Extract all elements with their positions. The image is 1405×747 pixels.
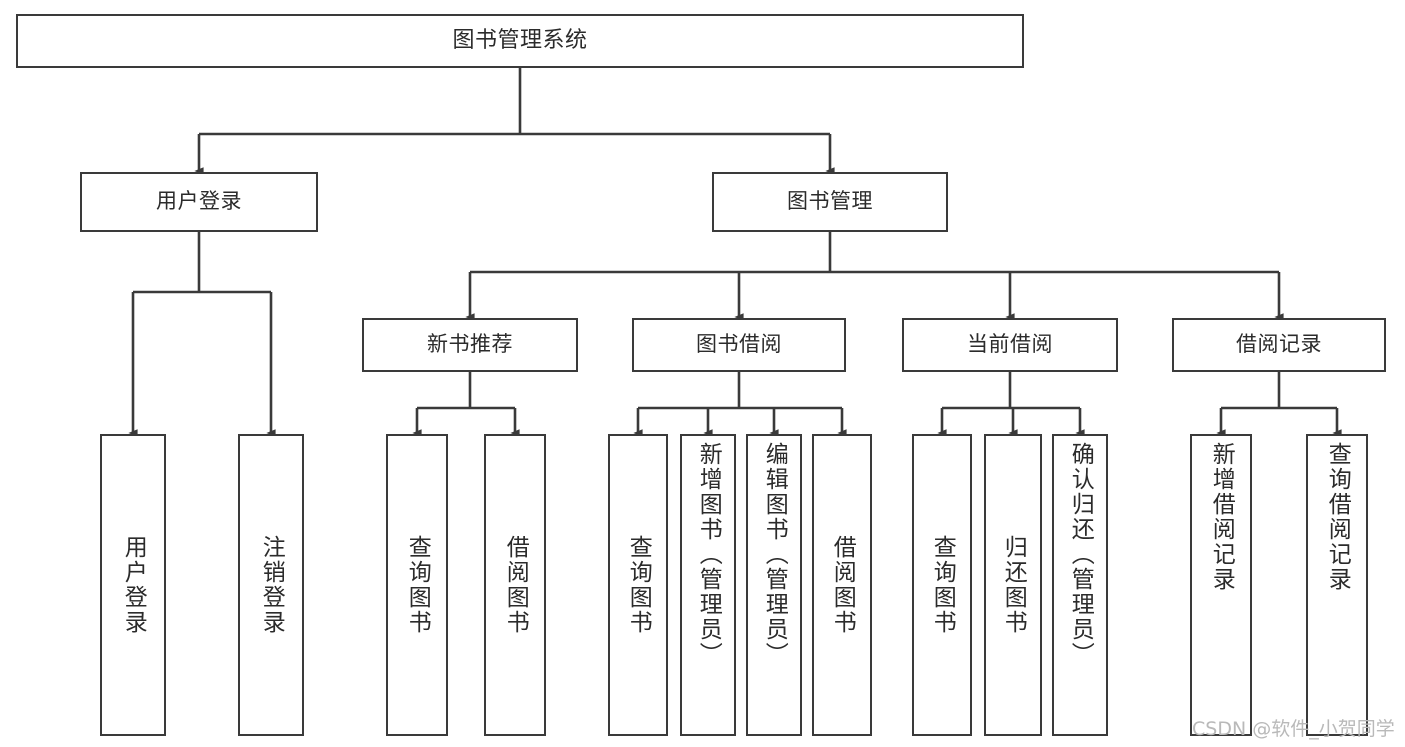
node-label: 借阅记录 — [1236, 332, 1322, 357]
csdn-watermark: CSDN @软件_小贺同学 — [1192, 718, 1395, 740]
node-label: 用户登录 — [120, 535, 147, 635]
node-label: 编辑图书（管理员） — [761, 442, 788, 667]
node-leaf-add-book[interactable]: 新增图书（管理员） — [680, 434, 736, 736]
node-label: 查询图书 — [625, 535, 652, 635]
node-leaf-query-book-3[interactable]: 查询图书 — [912, 434, 972, 736]
node-borrow-record[interactable]: 借阅记录 — [1172, 318, 1386, 372]
node-label: 新增图书（管理员） — [695, 442, 722, 667]
node-label: 归还图书 — [1000, 535, 1027, 635]
node-leaf-query-record[interactable]: 查询借阅记录 — [1306, 434, 1368, 736]
node-leaf-borrow-book-1[interactable]: 借阅图书 — [484, 434, 546, 736]
node-label: 新增借阅记录 — [1208, 442, 1235, 592]
node-label: 新书推荐 — [427, 332, 513, 357]
node-leaf-user-login[interactable]: 用户登录 — [100, 434, 166, 736]
node-label: 借阅图书 — [502, 535, 529, 635]
node-leaf-borrow-book-2[interactable]: 借阅图书 — [812, 434, 872, 736]
node-label: 查询借阅记录 — [1324, 442, 1351, 592]
node-new-book-rec[interactable]: 新书推荐 — [362, 318, 578, 372]
node-label: 图书管理 — [787, 189, 873, 214]
node-label: 图书管理系统 — [452, 27, 588, 53]
node-user-login[interactable]: 用户登录 — [80, 172, 318, 232]
node-current-borrow[interactable]: 当前借阅 — [902, 318, 1118, 372]
node-label: 借阅图书 — [829, 535, 856, 635]
node-label: 注销登录 — [258, 535, 285, 635]
node-label: 查询图书 — [929, 535, 956, 635]
node-book-borrow[interactable]: 图书借阅 — [632, 318, 846, 372]
node-leaf-query-book-2[interactable]: 查询图书 — [608, 434, 668, 736]
node-label: 确认归还（管理员） — [1067, 442, 1094, 667]
node-leaf-confirm-return[interactable]: 确认归还（管理员） — [1052, 434, 1108, 736]
node-leaf-user-logout[interactable]: 注销登录 — [238, 434, 304, 736]
node-root[interactable]: 图书管理系统 — [16, 14, 1024, 68]
node-leaf-edit-book[interactable]: 编辑图书（管理员） — [746, 434, 802, 736]
node-book-mgmt[interactable]: 图书管理 — [712, 172, 948, 232]
node-label: 用户登录 — [156, 189, 242, 214]
node-label: 图书借阅 — [696, 332, 782, 357]
node-leaf-return-book[interactable]: 归还图书 — [984, 434, 1042, 736]
node-label: 当前借阅 — [967, 332, 1053, 357]
node-label: 查询图书 — [404, 535, 431, 635]
node-leaf-add-record[interactable]: 新增借阅记录 — [1190, 434, 1252, 736]
node-leaf-query-book-1[interactable]: 查询图书 — [386, 434, 448, 736]
